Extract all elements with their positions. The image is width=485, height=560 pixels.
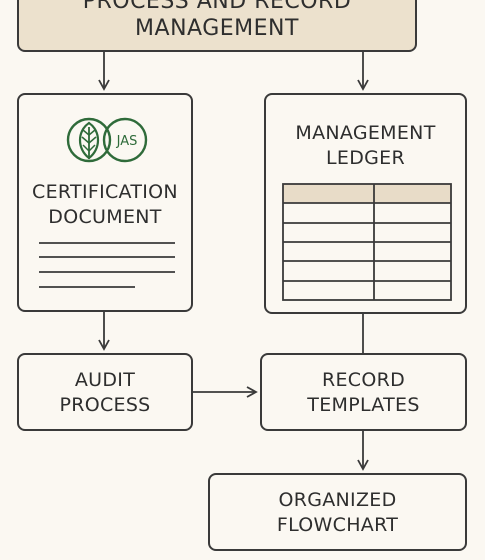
management-ledger-label: MANAGEMENT LEDGER (266, 121, 465, 171)
document-text-lines (39, 242, 175, 288)
certification-document-box: JAS CERTIFICATION DOCUMENT (17, 93, 193, 312)
certification-document-label: CERTIFICATION DOCUMENT (19, 180, 191, 230)
flowchart-line1: ORGANIZED (278, 489, 397, 511)
jas-seal-text: JAS (116, 134, 138, 149)
audit-line1: AUDIT (74, 369, 136, 391)
jas-seal-icon: JAS (66, 117, 148, 163)
header-title-line1: PROCESS AND RECORD (82, 0, 352, 14)
certification-line2: DOCUMENT (48, 206, 162, 228)
audit-process-label: AUDIT PROCESS (19, 368, 191, 418)
audit-process-box: AUDIT PROCESS (17, 353, 193, 431)
templates-line1: RECORD (321, 369, 406, 391)
ledger-line2: LEDGER (326, 147, 405, 169)
organized-flowchart-box: ORGANIZED FLOWCHART (208, 473, 467, 551)
ledger-table-icon (282, 183, 452, 301)
templates-line2: TEMPLATES (307, 394, 420, 416)
header-title-line2: MANAGEMENT (135, 16, 299, 41)
certification-line1: CERTIFICATION (32, 181, 178, 203)
flowchart-line2: FLOWCHART (276, 514, 399, 536)
record-templates-box: RECORD TEMPLATES (260, 353, 467, 431)
header-box: PROCESS AND RECORD MANAGEMENT (17, 0, 417, 52)
management-ledger-box: MANAGEMENT LEDGER (264, 93, 467, 314)
organized-flowchart-label: ORGANIZED FLOWCHART (210, 488, 465, 538)
audit-line2: PROCESS (59, 394, 151, 416)
ledger-line1: MANAGEMENT (295, 122, 436, 144)
record-templates-label: RECORD TEMPLATES (262, 368, 465, 418)
